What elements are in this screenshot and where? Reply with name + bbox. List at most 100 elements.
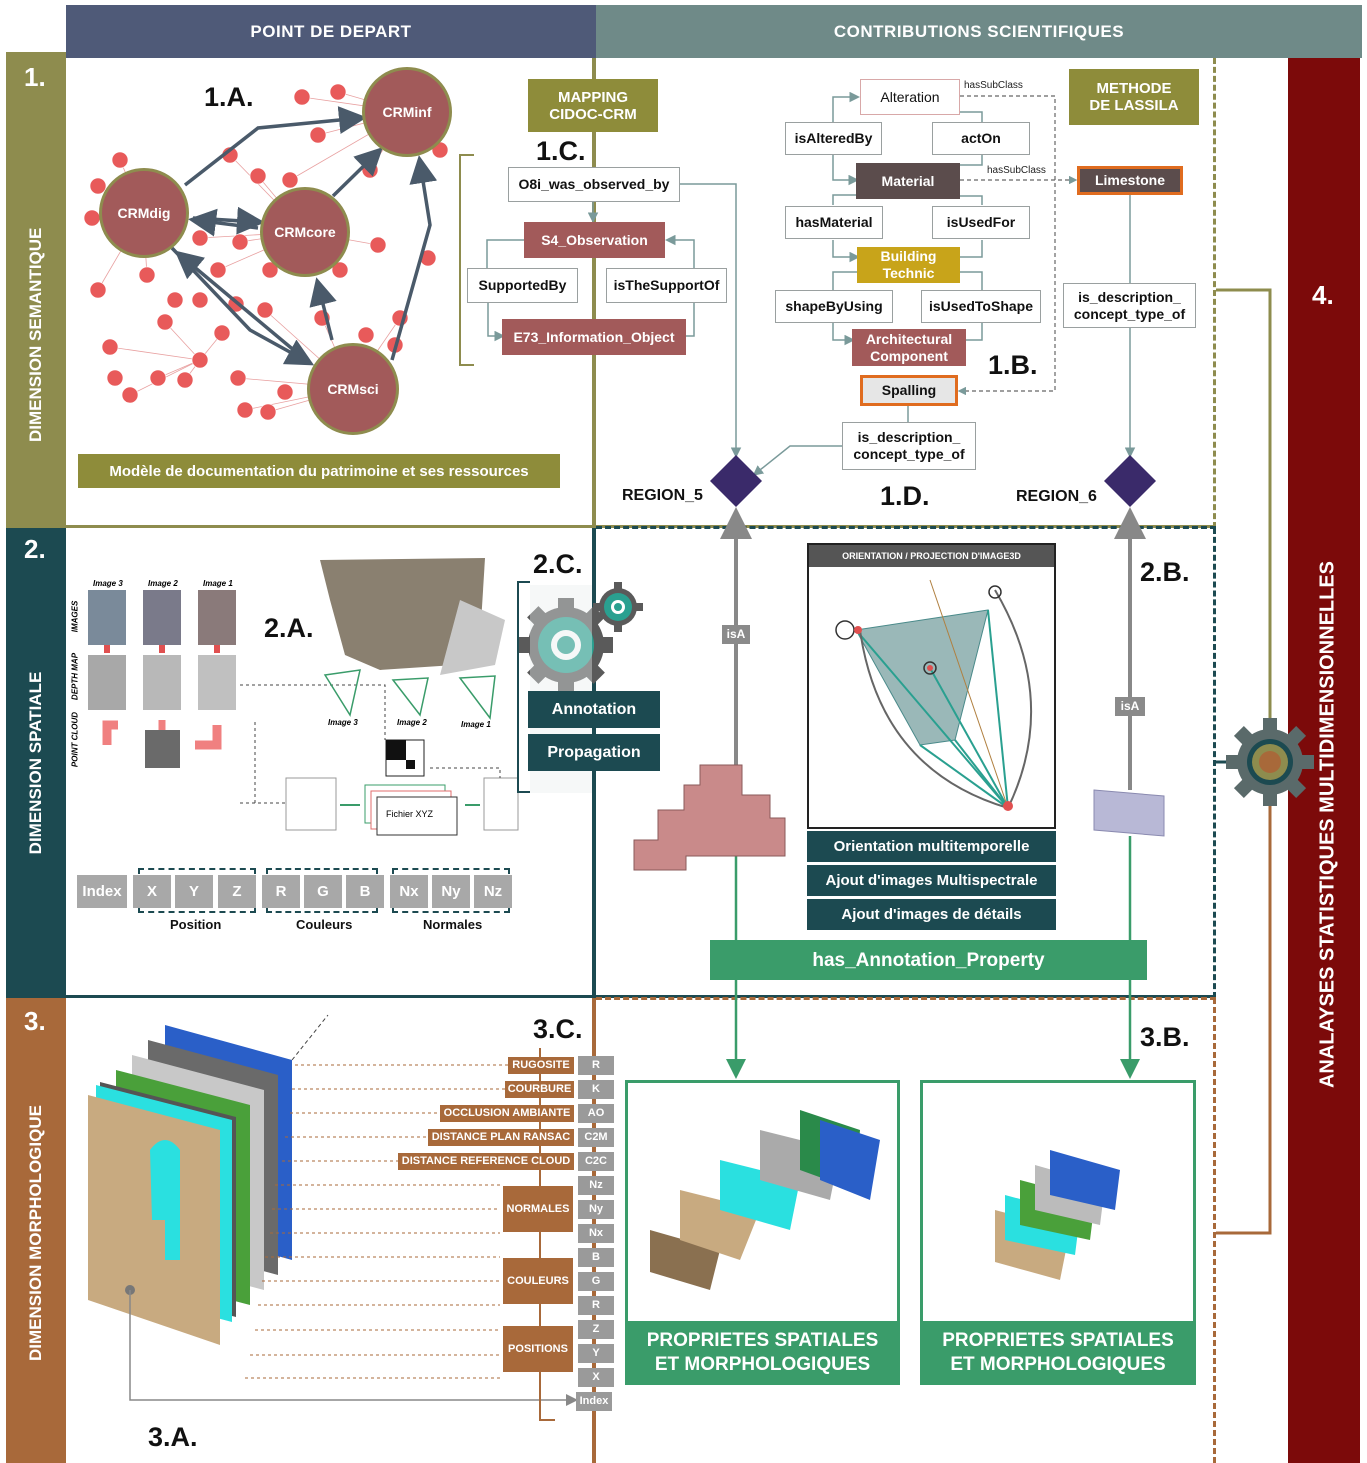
orientation-title: ORIENTATION / PROJECTION D'IMAGE3D [809,545,1054,567]
sec2-border [66,528,1216,998]
group-couleurs: COULEURS [503,1258,573,1304]
region6-shape [1093,789,1165,837]
sidebar-spatial: 2. DIMENSION SPATIALE [6,528,66,998]
isalteredby-box: isAlteredBy [785,122,882,155]
pointcloud-3d [320,558,485,670]
code-k: K [578,1080,614,1099]
prop-right-thumb [995,1150,1120,1280]
feature-courbure: COURBURE [505,1081,574,1098]
prop-right-title: PROPRIETES SPATIALES ET MORPHOLOGIQUES [923,1321,1193,1385]
feature-rugosite: RUGOSITE [508,1057,574,1074]
code-c2m: C2M [578,1128,614,1147]
header-point-de-depart: POINT DE DEPART [66,5,596,58]
alteration-box: Alteration [860,79,960,115]
pointcloud-3d-dots [440,600,505,675]
bracket-3c [539,1048,555,1421]
crm-node-crmcore: CRMcore [260,187,350,277]
code-ao: AO [578,1104,614,1123]
code-index: Index [576,1392,612,1411]
image-label-2: Image 2 [148,579,178,588]
prop-left-title: PROPRIETES SPATIALES ET MORPHOLOGIQUES [628,1321,897,1385]
region6-label: REGION_6 [1016,488,1097,505]
methode-lassila-box: METHODE DE LASSILA [1069,69,1199,125]
supportedby-box: SupportedBy [467,268,578,303]
isa-label-left: isA [722,625,750,644]
code-b: B [578,1248,614,1267]
camera-3 [323,669,361,717]
caption-1a: Modèle de documentation du patrimoine et… [78,454,560,488]
label-2b: 2.B. [1140,557,1190,587]
btn-orientation-multitemporelle[interactable]: Orientation multitemporelle [807,831,1056,862]
acton-box: actOn [932,122,1030,155]
code-r1: R [578,1056,614,1075]
feature-ransac: DISTANCE PLAN RANSAC [428,1129,574,1146]
prop-panel-left: PROPRIETES SPATIALES ET MORPHOLOGIQUES [625,1080,900,1385]
camera-1 [458,675,496,720]
crm-network-major-arrows [170,106,438,366]
shapebyusing-box: shapeByUsing [775,290,893,323]
has-annotation-property: has_Annotation_Property [710,940,1147,980]
image-label-1: Image 1 [203,579,233,588]
limestone-box: Limestone [1077,166,1183,195]
material-box: Material [856,163,960,199]
o8i-box: O8i_was_observed_by [508,167,680,202]
semantic-number: 1. [24,62,46,92]
sidebar-semantic: 1. DIMENSION SEMANTIQUE [6,52,66,528]
spalling-box: Spalling [860,375,958,406]
code-c2c: C2C [578,1152,614,1171]
row-label-pointcloud: POINT CLOUD [70,711,80,768]
code-y: Y [578,1344,614,1363]
propagation-button[interactable]: Propagation [528,734,660,771]
attr-index: Index [77,875,127,908]
attr-y: Y [175,875,213,908]
ontology-dashed [957,95,1078,396]
region5-diamond [710,455,762,507]
spatial-number: 2. [24,534,46,564]
feature-occlusion: OCCLUSION AMBIANTE [440,1105,574,1122]
architectural-component-box: Architectural Component [852,329,966,366]
crm-node-crminf: CRMinf [362,67,452,157]
camera-label-1: Image 1 [461,720,491,729]
btn-ajout-details[interactable]: Ajout d'images de détails [807,899,1056,930]
ontology-connectors [752,91,1136,476]
gear-large [519,598,613,692]
attr-r: R [262,875,300,908]
feature-reference-cloud: DISTANCE REFERENCE CLOUD [398,1153,574,1170]
camera-label-2: Image 2 [397,718,427,727]
label-3b: 3.B. [1140,1022,1190,1052]
orientation-panel: ORIENTATION / PROJECTION D'IMAGE3D [807,543,1056,829]
code-g: G [578,1272,614,1291]
is-description-right-box: is_description_ concept_type_of [1063,283,1196,328]
label-3a: 3.A. [148,1422,198,1452]
region5-label: REGION_5 [622,487,703,504]
stats-connectors [1216,288,1272,728]
morpho-number: 3. [24,1006,46,1036]
attr-g: G [304,875,342,908]
row-label-images: IMAGES [70,600,80,633]
prop-panel-right: PROPRIETES SPATIALES ET MORPHOLOGIQUES [920,1080,1196,1385]
pipeline-schematic [88,590,519,836]
stats-number: 4. [1312,280,1334,310]
group-label-position: Position [170,917,222,932]
sec2-top-dash [596,526,1216,529]
code-r2: R [578,1296,614,1315]
attr-nx: Nx [390,875,428,908]
hassubclass-label-1: hasSubClass [964,80,1023,91]
label-1a: 1.A. [204,82,254,112]
row-label-depth: DEPTH MAP [70,652,80,701]
code-ny: Ny [578,1200,614,1219]
annotation-button[interactable]: Annotation [528,691,660,728]
s4-observation-box: S4_Observation [524,222,665,258]
gear-small [593,582,643,632]
code-x: X [578,1368,614,1387]
camera-label-3: Image 3 [328,718,358,727]
btn-ajout-multispectrale[interactable]: Ajout d'images Multispectrale [807,865,1056,896]
e73-box: E73_Information_Object [502,319,686,355]
attr-ny: Ny [432,875,470,908]
group-normales: NORMALES [503,1186,573,1232]
building-technic-box: Building Technic [857,247,960,283]
label-1d: 1.D. [880,481,930,511]
label-2c: 2.C. [533,549,583,579]
label-2a: 2.A. [264,613,314,643]
